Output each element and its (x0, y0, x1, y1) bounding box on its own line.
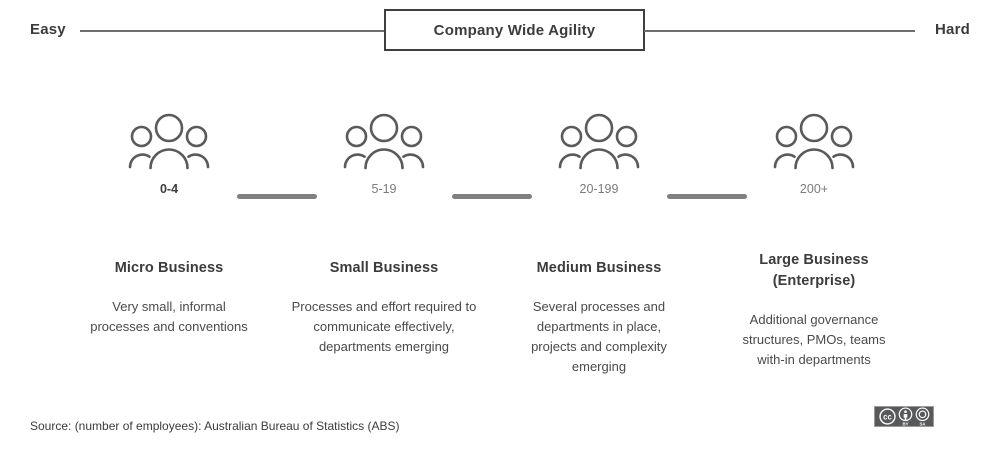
cc-by-icon: BY (898, 407, 912, 426)
segment-column-large: Large Business (Enterprise) Additional g… (714, 250, 914, 370)
segment-icon-3: 200+ (734, 112, 894, 196)
segment-column-small: Small Business Processes and effort requ… (284, 258, 484, 357)
people-group-icon (773, 113, 855, 170)
segment-title-1: Small Business (329, 260, 439, 276)
cc-sa-icon: SA (915, 407, 929, 426)
people-group-icon (343, 113, 425, 170)
segment-size-label-2: 20-199 (579, 182, 619, 196)
segment-body-3: Additional governance structures, PMOs, … (742, 312, 886, 367)
svg-text:cc: cc (883, 413, 892, 422)
svg-text:BY: BY (902, 421, 908, 426)
segment-size-label-1: 5-19 (371, 182, 397, 196)
segment-title-3: Large Business (Enterprise) (759, 252, 869, 289)
source-note: Source: (number of employees): Australia… (30, 419, 400, 433)
segment-connector-0-1 (237, 194, 317, 199)
svg-text:SA: SA (919, 421, 926, 426)
segment-description-row: Micro Business Very small, informal proc… (0, 252, 1000, 388)
segment-size-label-3: 200+ (799, 182, 829, 196)
cc-icon: cc (878, 408, 896, 425)
segment-size-label-0: 0-4 (159, 182, 179, 196)
segment-body-2: Several processes and departments in pla… (531, 299, 667, 374)
people-group-icon (558, 113, 640, 170)
title-box: Company Wide Agility (384, 9, 645, 51)
segment-connector-1-2 (452, 194, 532, 199)
scale-line-right (644, 30, 915, 32)
segment-column-medium: Medium Business Several processes and de… (499, 258, 699, 377)
creative-commons-badge[interactable]: cc BY SA (874, 406, 934, 427)
scale-label-hard: Hard (935, 21, 970, 38)
segment-body-0: Very small, informal processes and conve… (90, 299, 248, 334)
people-group-icon (128, 113, 210, 170)
segment-column-micro: Micro Business Very small, informal proc… (69, 258, 269, 337)
segment-icon-row: 0-4 5-19 20-199 (0, 112, 1000, 208)
segment-title-2: Medium Business (536, 260, 662, 276)
scale-line-left (80, 30, 385, 32)
segment-icon-2: 20-199 (519, 112, 679, 196)
scale-label-easy: Easy (30, 21, 66, 38)
segment-icon-0: 0-4 (89, 112, 249, 196)
segment-connector-2-3 (667, 194, 747, 199)
page-title: Company Wide Agility (433, 21, 596, 39)
segment-icon-1: 5-19 (304, 112, 464, 196)
segment-body-1: Processes and effort required to communi… (291, 299, 477, 354)
agility-scale: Easy Company Wide Agility Hard (0, 0, 1000, 60)
segment-title-0: Micro Business (114, 260, 224, 276)
